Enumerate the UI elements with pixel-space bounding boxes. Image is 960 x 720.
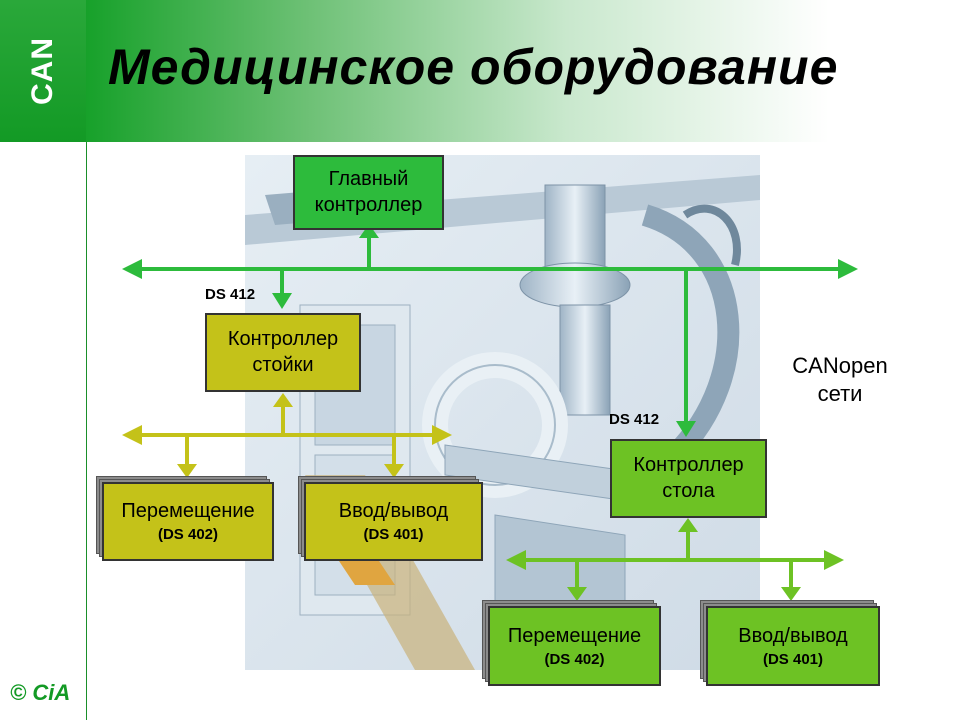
move-left-node: Перемещение (DS 402): [102, 482, 274, 561]
io-right-line1: Ввод/вывод: [738, 625, 848, 647]
move-right-line1: Перемещение: [507, 625, 642, 647]
io-left-line1: Ввод/вывод: [338, 500, 449, 522]
main-controller-node: Главный контроллер: [293, 155, 444, 230]
move-right-line2: (DS 402): [544, 651, 605, 668]
table-controller-line1: Контроллер: [633, 454, 744, 476]
rack-controller-line2: стойки: [252, 354, 314, 376]
network-line2: сети: [817, 381, 863, 406]
move-left-line1: Перемещение: [121, 500, 255, 522]
page-title: Медицинское оборудование: [108, 39, 839, 95]
rack-can-bus: [122, 393, 452, 478]
main-controller-line2: контроллер: [314, 194, 423, 216]
move-right-node: Перемещение (DS 402): [488, 606, 661, 686]
medical-equipment-image: [245, 155, 760, 670]
io-right-line2: (DS 401): [762, 651, 824, 668]
can-logo: CAN: [0, 0, 86, 142]
ds412-label-left: DS 412: [205, 286, 256, 303]
table-controller-line2: стола: [662, 480, 715, 502]
io-left-node: Ввод/вывод (DS 401): [304, 482, 483, 561]
header-banner: [86, 0, 960, 142]
ds412-label-right: DS 412: [609, 411, 660, 428]
io-right-node: Ввод/вывод (DS 401): [706, 606, 880, 686]
canopen-network-label: CANopen сети: [770, 352, 910, 408]
network-line1: CANopen: [792, 353, 888, 378]
main-can-bus: [122, 224, 858, 437]
rack-controller-line1: Контроллер: [227, 328, 339, 350]
main-controller-line1: Главный: [328, 168, 409, 190]
table-can-bus: [506, 518, 844, 601]
move-left-line2: (DS 402): [157, 526, 219, 543]
rack-controller-node: Контроллер стойки: [205, 313, 361, 392]
table-controller-node: Контроллер стола: [610, 439, 767, 518]
copyright-cia: © CiA: [10, 680, 71, 705]
io-left-line2: (DS 401): [363, 526, 424, 543]
